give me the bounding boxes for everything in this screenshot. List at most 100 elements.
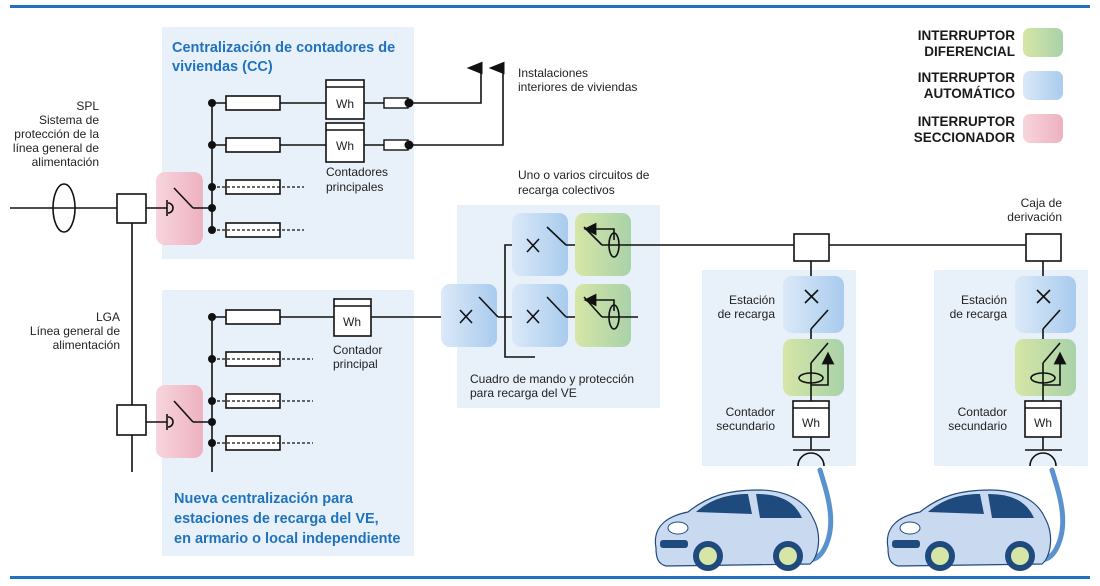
svg-text:alimentación: alimentación	[32, 155, 99, 169]
seccionador-lower-hook-icon	[167, 416, 174, 428]
legend-diferencial-line2: DIFERENCIAL	[924, 44, 1015, 59]
station-1: Wh Estación de recarga Contador secundar…	[716, 233, 844, 467]
breaker-x-icon	[526, 309, 540, 324]
svg-text:Wh: Wh	[1034, 416, 1052, 430]
breaker-blade-icon	[810, 309, 829, 330]
svg-text:Línea general de: Línea general de	[30, 324, 120, 338]
station-automatico	[1015, 276, 1076, 333]
meter-label-line2: secundario	[716, 419, 775, 433]
seccionador-upper-hook-icon	[167, 202, 174, 214]
svg-text:protección de la: protección de la	[14, 127, 99, 141]
svg-text:Wh: Wh	[336, 97, 354, 111]
control-panel-line2: para recarga del VE	[470, 386, 577, 400]
circuits-line2: recarga colectivos	[518, 183, 615, 197]
svg-text:alimentación: alimentación	[53, 338, 120, 352]
cc-panel	[162, 27, 414, 259]
ve-title-line1: Nueva centralización para	[174, 491, 354, 507]
meter-icon: Wh	[792, 400, 830, 438]
legend-automatico-line2: AUTOMÁTICO	[924, 86, 1015, 101]
automatico-circuit-1	[512, 213, 568, 276]
automatico-circuit-2	[512, 284, 568, 347]
svg-text:Wh: Wh	[343, 315, 361, 329]
cc-title-line2: viviendas (CC)	[172, 59, 273, 75]
diferencial-ring-icon	[798, 372, 824, 384]
fuse-icon	[225, 309, 281, 325]
junction-line1: Caja de	[1021, 196, 1063, 210]
socket-icon	[1029, 452, 1057, 467]
legend-diferencial-line1: INTERRUPTOR	[918, 28, 1016, 43]
automatico-main	[441, 284, 497, 347]
seccionador-lower	[156, 385, 203, 458]
diferencial-ring-icon	[1030, 372, 1056, 384]
connector-icon	[383, 97, 409, 109]
top-rule	[10, 5, 1090, 8]
meter-label-line2: secundario	[948, 419, 1007, 433]
diferencial-blade-icon	[1042, 342, 1061, 364]
control-panel-line1: Cuadro de mando y protección	[470, 372, 634, 386]
socket-icon	[797, 452, 825, 467]
junction-line2: derivación	[1007, 210, 1062, 224]
legend-seccionador-line2: SECCIONADOR	[914, 130, 1016, 145]
junction-box-top	[116, 193, 147, 224]
breaker-x-icon	[804, 289, 819, 304]
breaker-blade-icon	[546, 296, 567, 318]
breaker-blade-icon	[1042, 309, 1061, 330]
station-automatico	[783, 276, 844, 333]
legend-diferencial-swatch	[1023, 28, 1063, 57]
spl-ring-icon	[52, 183, 76, 233]
svg-text:Sistema de: Sistema de	[39, 113, 99, 127]
installations-line1: Instalaciones	[518, 66, 588, 80]
meter-label-line1: Contador	[958, 405, 1007, 419]
diferencial-trip-arrow-icon	[811, 351, 835, 386]
legend-automatico-swatch	[1023, 71, 1063, 100]
ve-title-line3: en armario o local independiente	[174, 531, 400, 547]
diferencial-trip-arrow-icon	[583, 293, 615, 311]
station-label-line1: Estación	[729, 293, 775, 307]
breaker-blade-icon	[546, 226, 567, 246]
electric-car-1-icon	[654, 467, 834, 571]
diferencial-trip-arrow-icon	[1043, 351, 1067, 386]
ve-meter-caption-line2: principal	[333, 357, 378, 371]
legend: INTERRUPTOR DIFERENCIAL INTERRUPTOR AUTO…	[914, 28, 1063, 145]
legend-automatico-line1: INTERRUPTOR	[918, 70, 1016, 85]
breaker-x-icon	[526, 238, 540, 253]
ve-meter-caption-line1: Contador	[333, 343, 382, 357]
cc-title-line1: Centralización de contadores de	[172, 40, 395, 56]
station-label-line2: de recarga	[718, 307, 776, 321]
seccionador-upper-blade-icon	[173, 187, 194, 209]
diferencial-blade-icon	[810, 342, 829, 364]
connector-icon	[383, 139, 409, 151]
lga-label: LGA Línea general de alimentación	[30, 310, 120, 352]
meter-icon: Wh	[1024, 400, 1062, 438]
junction-box-bottom	[116, 404, 147, 436]
station-label-line1: Estación	[961, 293, 1007, 307]
meters-caption-line2: principales	[326, 180, 383, 194]
electric-car-2-icon	[886, 467, 1066, 571]
seccionador-lower-blade-icon	[173, 400, 194, 423]
arrow-installations-2	[409, 61, 505, 146]
svg-text:SPL: SPL	[76, 99, 99, 113]
svg-text:Wh: Wh	[336, 139, 354, 153]
station-diferencial	[1015, 339, 1076, 396]
svg-text:línea general de: línea general de	[13, 141, 99, 155]
arrow-installations-1	[409, 61, 483, 104]
diferencial-trip-arrow-icon	[583, 222, 615, 240]
breaker-x-icon	[459, 309, 473, 324]
legend-seccionador-line1: INTERRUPTOR	[918, 114, 1016, 129]
legend-seccionador-swatch	[1023, 114, 1063, 143]
spl-label: SPL Sistema de protección de la línea ge…	[13, 99, 99, 169]
bottom-rule	[10, 576, 1090, 579]
station-diferencial	[783, 339, 844, 396]
breaker-x-icon	[1036, 289, 1051, 304]
seccionador-upper	[156, 172, 203, 245]
meter-icon: Wh	[325, 122, 365, 163]
svg-text:LGA: LGA	[96, 310, 120, 324]
breaker-blade-icon	[478, 296, 499, 318]
ve-title-line2: estaciones de recarga del VE,	[174, 511, 379, 527]
station-label-line2: de recarga	[950, 307, 1008, 321]
meter-icon: Wh	[333, 298, 372, 337]
installations-line2: interiores de viviendas	[518, 80, 637, 94]
meter-icon: Wh	[325, 79, 365, 120]
station-2: Wh Estación de recarga Contador secundar…	[948, 233, 1076, 467]
meters-caption-line1: Contadores	[326, 165, 388, 179]
